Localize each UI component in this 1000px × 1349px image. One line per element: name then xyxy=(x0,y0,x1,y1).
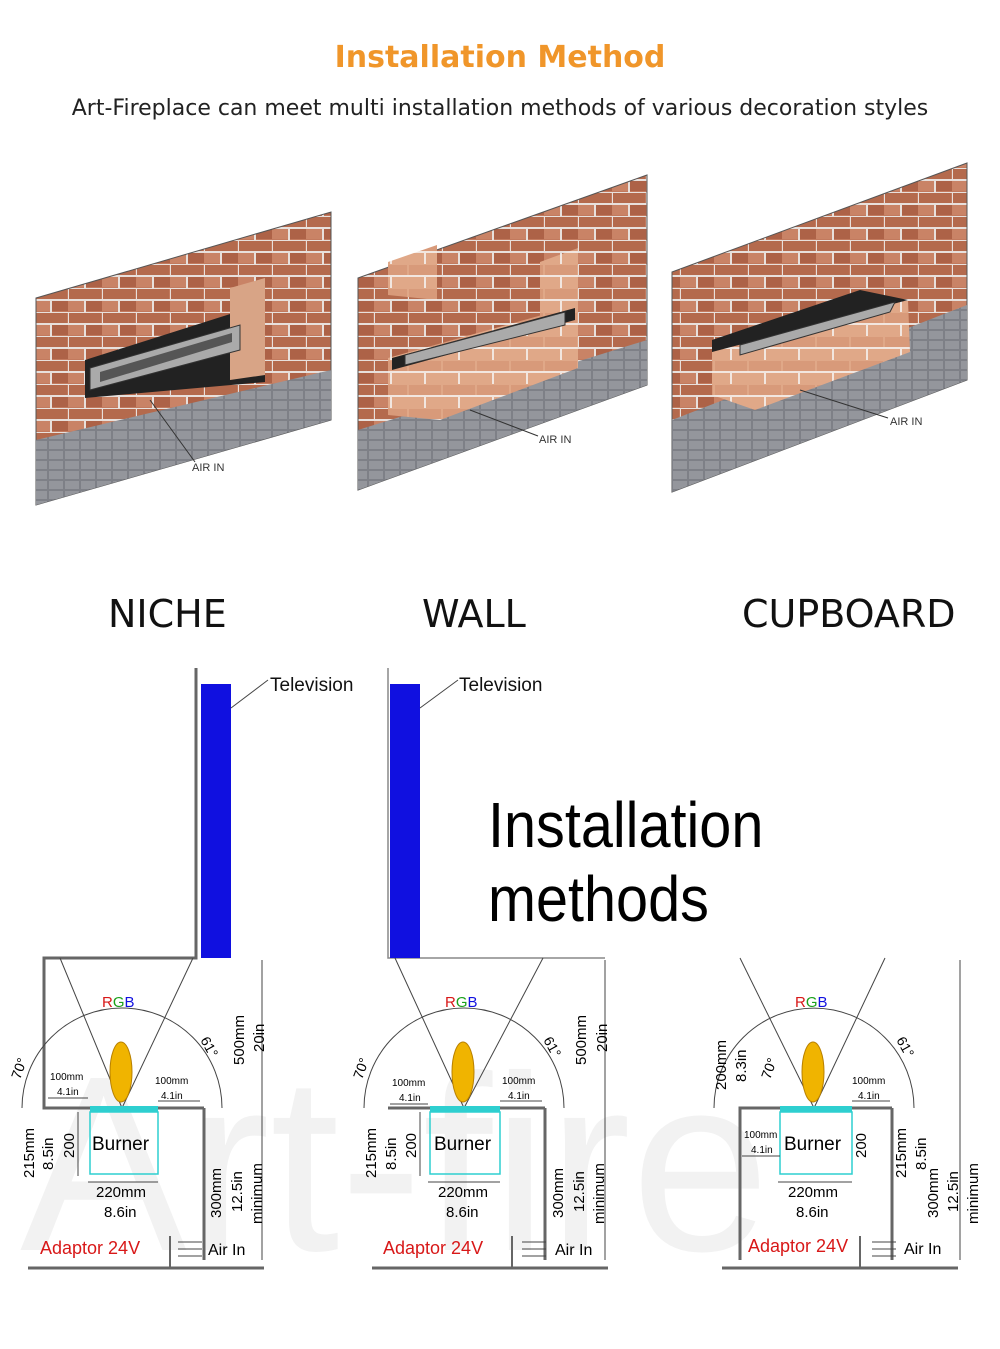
wall-air-in-icon xyxy=(522,1241,546,1257)
wall-adaptor-label: Adaptor 24V xyxy=(383,1238,483,1258)
cupboard-flame xyxy=(801,1041,825,1103)
page-title: Installation Method xyxy=(334,40,666,75)
niche-h-500mm: 500mm xyxy=(231,1015,248,1065)
niche-d-200: 200 xyxy=(61,1133,78,1158)
wall-h-500mm: 500mm xyxy=(573,1015,590,1065)
wall-tv xyxy=(390,684,420,958)
cupboard-w-220mm: 220mm xyxy=(788,1184,838,1201)
wall-flame xyxy=(451,1041,475,1103)
cupboard-d-215mm: 215mm xyxy=(893,1128,910,1178)
wall-burner-label: Burner xyxy=(434,1134,492,1155)
wall-d-8-5in: 8.5in xyxy=(383,1137,400,1170)
rgb-r: R xyxy=(102,994,113,1011)
method-label-niche: NICHE xyxy=(108,592,227,636)
cupboard-side-right-mm: 100mm xyxy=(852,1076,885,1087)
niche-minimum: minimum xyxy=(249,1163,266,1224)
cupboard-adaptor-label: Adaptor 24V xyxy=(748,1236,848,1256)
cupboard-minimum: minimum xyxy=(965,1163,982,1224)
rgb-b: B xyxy=(125,994,135,1011)
niche-angle-left: 70° xyxy=(8,1056,30,1081)
niche-side-right-in: 4.1in xyxy=(161,1091,183,1102)
niche-side-left-mm: 100mm xyxy=(50,1072,83,1083)
cupboard-air-in-label: Air In xyxy=(904,1241,941,1258)
wall-d-200: 200 xyxy=(403,1133,420,1158)
main-heading: Installation methods xyxy=(488,789,764,935)
niche-flame xyxy=(109,1041,133,1103)
wall-diagram: Television RGB 70° 61° Burner 100mm 4.1i… xyxy=(350,668,611,1270)
wall-illustration: AIR IN xyxy=(357,174,648,491)
niche-tv xyxy=(201,684,231,958)
niche-illustration: AIR IN xyxy=(35,211,332,506)
niche-d-215mm: 215mm xyxy=(21,1128,38,1178)
cupboard-d-12-5in: 12.5in xyxy=(945,1171,962,1212)
wall-minimum: minimum xyxy=(591,1163,608,1224)
wall-air-label: AIR IN xyxy=(539,434,571,446)
watermark-text: Art-fire xyxy=(20,1024,770,1303)
wall-d-300mm: 300mm xyxy=(550,1168,567,1218)
niche-w-220mm: 220mm xyxy=(96,1184,146,1201)
cupboard-side-left-mm: 100mm xyxy=(744,1130,777,1141)
niche-side-left-in: 4.1in xyxy=(57,1087,79,1098)
wall-d-215mm: 215mm xyxy=(363,1128,380,1178)
page-subtitle: Art-Fireplace can meet multi installatio… xyxy=(71,96,929,121)
cupboard-h-8-3in: 8.3in xyxy=(733,1049,750,1082)
cupboard-diagram: RGB 70° 61° Burner 200mm 8.3in 100mm 4.1… xyxy=(713,957,982,1270)
cupboard-d-8-5in: 8.5in xyxy=(913,1137,930,1170)
niche-d-12-5in: 12.5in xyxy=(229,1171,246,1212)
niche-side-right-mm: 100mm xyxy=(155,1076,188,1087)
wall-air-in-label: Air In xyxy=(555,1242,592,1259)
wall-h-20in: 20in xyxy=(594,1024,611,1052)
niche-diagram: Television RGB 70° 61° Burner 100mm 4.1i… xyxy=(8,668,353,1270)
wall-tv-label: Television xyxy=(459,675,542,696)
cupboard-air-label: AIR IN xyxy=(890,416,922,428)
wall-side-left-mm: 100mm xyxy=(392,1078,425,1089)
wall-side-right-mm: 100mm xyxy=(502,1076,535,1087)
method-label-wall: WALL xyxy=(422,592,526,636)
wall-w-8-6in: 8.6in xyxy=(446,1204,479,1221)
niche-h-20in: 20in xyxy=(251,1024,268,1052)
svg-text:RGB: RGB xyxy=(795,994,828,1011)
method-label-cupboard: CUPBOARD xyxy=(742,592,956,636)
cupboard-illustration: AIR IN xyxy=(671,162,968,493)
niche-burner-label: Burner xyxy=(92,1134,150,1155)
wall-d-12-5in: 12.5in xyxy=(571,1171,588,1212)
niche-adaptor-label: Adaptor 24V xyxy=(40,1238,140,1258)
wall-side-right-in: 4.1in xyxy=(508,1091,530,1102)
svg-text:RGB: RGB xyxy=(102,994,135,1011)
wall-side-left-in: 4.1in xyxy=(399,1093,421,1104)
wall-w-220mm: 220mm xyxy=(438,1184,488,1201)
cupboard-d-300mm: 300mm xyxy=(925,1168,942,1218)
cupboard-angle-right: 61° xyxy=(893,1034,917,1060)
cupboard-side-right-in: 4.1in xyxy=(858,1091,880,1102)
cupboard-d-200: 200 xyxy=(853,1133,870,1158)
niche-air-in-icon xyxy=(178,1241,202,1257)
niche-w-8-6in: 8.6in xyxy=(104,1204,137,1221)
niche-d-8-5in: 8.5in xyxy=(40,1137,57,1170)
cupboard-w-8-6in: 8.6in xyxy=(796,1204,829,1221)
cupboard-h-200mm: 200mm xyxy=(713,1040,730,1090)
niche-air-in-label: Air In xyxy=(208,1242,245,1259)
niche-air-label: AIR IN xyxy=(192,462,224,474)
wall-angle-left: 70° xyxy=(350,1056,372,1081)
cupboard-angle-left: 70° xyxy=(758,1056,780,1081)
niche-tv-label: Television xyxy=(270,675,353,696)
niche-d-300mm: 300mm xyxy=(208,1168,225,1218)
rgb-g: G xyxy=(113,994,125,1011)
cupboard-air-in-icon xyxy=(872,1241,896,1257)
svg-text:RGB: RGB xyxy=(445,994,478,1011)
cupboard-burner-label: Burner xyxy=(784,1134,842,1155)
cupboard-side-left-in: 4.1in xyxy=(751,1145,773,1156)
